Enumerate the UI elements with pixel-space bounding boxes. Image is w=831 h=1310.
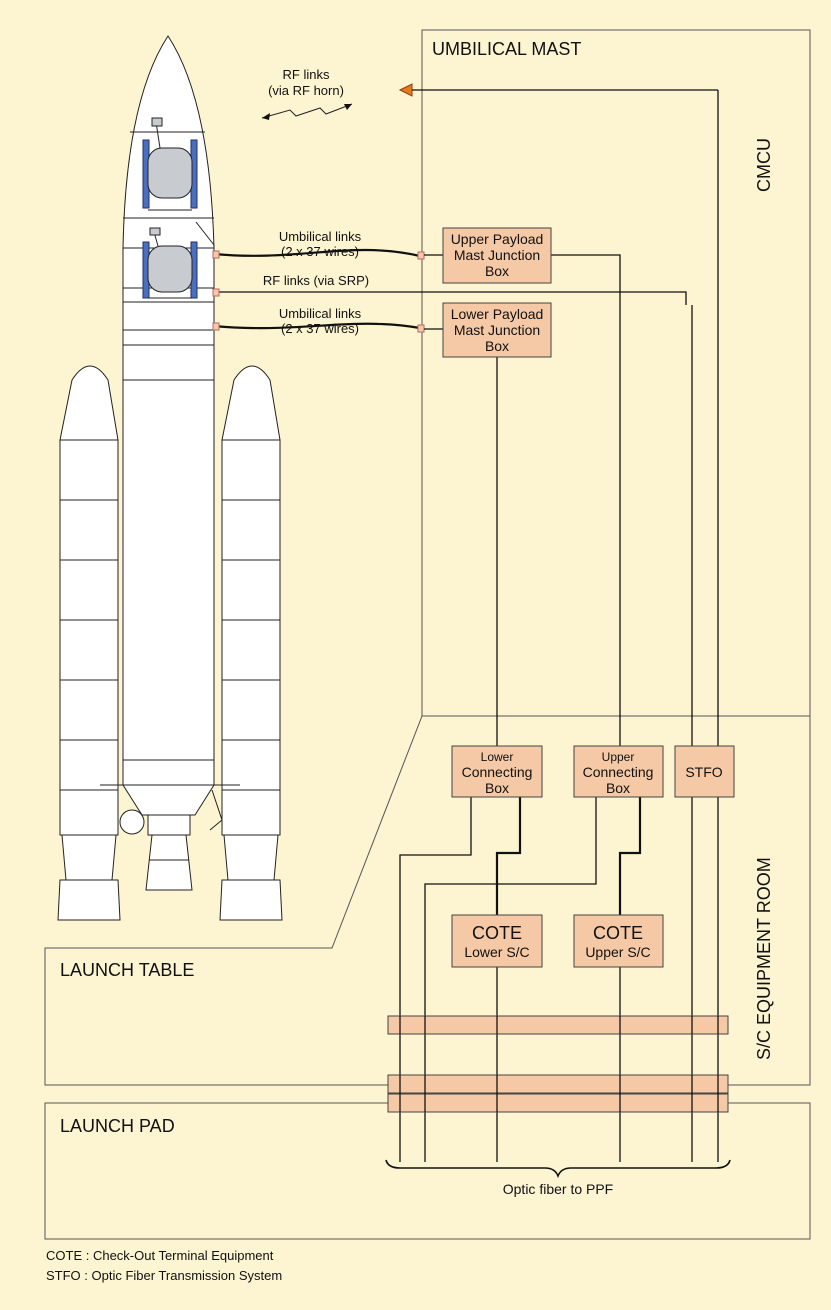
left-booster	[57, 365, 121, 921]
svg-text:Box: Box	[485, 780, 509, 796]
svg-text:Upper S/C: Upper S/C	[585, 944, 650, 960]
upper-mast-connector	[417, 251, 425, 260]
lower-umbilical-label: Umbilical links	[279, 306, 362, 321]
cable-tray-middle	[387, 1074, 729, 1094]
upper-umbilical-cable	[213, 248, 421, 258]
svg-text:COTE: COTE	[472, 923, 522, 943]
lower-umbilical-sublabel: (2 x 37 wires)	[281, 321, 359, 336]
lower-payload-mjb: Lower Payload Mast Junction Box	[442, 302, 552, 358]
svg-text:Lower S/C: Lower S/C	[464, 944, 529, 960]
lower-mast-connector	[417, 324, 425, 333]
svg-text:Lower: Lower	[481, 750, 514, 764]
svg-text:Mast Junction: Mast Junction	[454, 247, 540, 263]
optic-fiber-label: Optic fiber to PPF	[503, 1181, 613, 1197]
footnote-stfo: STFO : Optic Fiber Transmission System	[46, 1268, 282, 1283]
svg-text:Mast Junction: Mast Junction	[454, 322, 540, 338]
upper-umbilical-sublabel: (2 x 37 wires)	[281, 244, 359, 259]
svg-text:Box: Box	[606, 780, 630, 796]
cote-upper-box: COTE Upper S/C	[573, 914, 664, 968]
lower-connecting-box: Lower Connecting Box	[451, 745, 543, 798]
cable-tray-lower	[387, 1093, 729, 1113]
lower-umbilical-cable	[213, 322, 421, 330]
upper-connecting-box: Upper Connecting Box	[573, 745, 664, 798]
cmcu-label: CMCU	[754, 138, 774, 192]
fiber-brace	[385, 1159, 731, 1179]
svg-text:STFO: STFO	[685, 764, 722, 780]
svg-text:Connecting: Connecting	[583, 764, 654, 780]
ucb-to-cote-upper	[618, 797, 642, 915]
upper-mjb-to-ucb	[551, 254, 621, 752]
launch-pad-label: LAUNCH PAD	[60, 1116, 175, 1136]
rf-horn-link-sublabel: (via RF horn)	[268, 83, 344, 98]
rf-srp-cable	[214, 291, 687, 305]
launch-table-zone	[44, 29, 811, 1086]
sc-equipment-room-label: S/C EQUIPMENT ROOM	[754, 857, 774, 1060]
upper-umbilical-label: Umbilical links	[279, 229, 362, 244]
rf-zigzag-icon	[261, 103, 353, 120]
launch-table-label: LAUNCH TABLE	[60, 960, 194, 980]
launch-pad-zone	[44, 1102, 811, 1240]
lcb-to-fiber-a	[399, 797, 472, 1162]
svg-text:Connecting: Connecting	[462, 764, 533, 780]
svg-text:Box: Box	[485, 338, 509, 354]
rf-horn-link-label: RF links	[283, 67, 330, 82]
cable-tray-upper	[387, 1015, 729, 1035]
core-stage	[122, 344, 215, 786]
cote-lower-box: COTE Lower S/C	[451, 914, 543, 968]
svg-text:Box: Box	[485, 263, 509, 279]
upper-satellite	[142, 117, 198, 211]
footnote-cote: COTE : Check-Out Terminal Equipment	[46, 1248, 274, 1263]
svg-text:Upper: Upper	[602, 750, 635, 764]
upper-payload-mjb: Upper Payload Mast Junction Box	[442, 227, 552, 284]
stfo-box: STFO	[674, 745, 735, 798]
rf-srp-label: RF links (via SRP)	[263, 273, 369, 288]
lower-satellite	[142, 227, 198, 299]
fairing	[122, 35, 215, 249]
right-booster	[219, 365, 283, 921]
svg-text:Upper Payload: Upper Payload	[451, 231, 544, 247]
svg-text:Lower Payload: Lower Payload	[451, 306, 544, 322]
rf-horn-icon	[398, 83, 413, 97]
ariane-rocket	[57, 35, 283, 921]
umbilical-mast-label: UMBILICAL MAST	[432, 39, 581, 59]
svg-text:COTE: COTE	[593, 923, 643, 943]
